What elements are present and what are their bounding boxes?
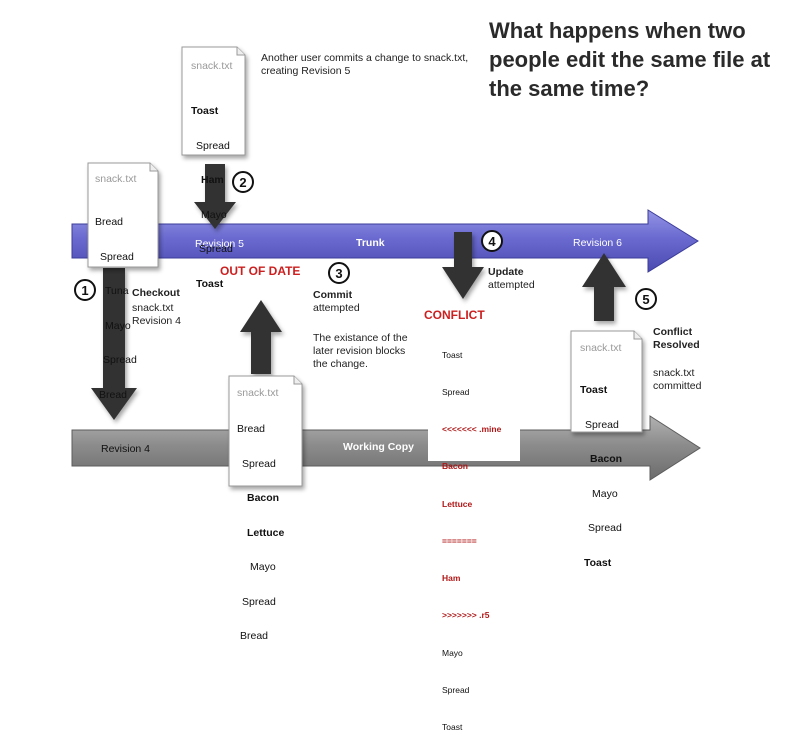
local-change-document bbox=[228, 375, 303, 487]
conflict-doc-line: Spread bbox=[442, 684, 470, 695]
rev5-doc-line: Ham bbox=[201, 174, 224, 186]
resolved-doc-line: Mayo bbox=[592, 487, 618, 500]
rev5-doc-filename: snack.txt bbox=[191, 60, 233, 72]
local-doc-line: Mayo bbox=[250, 561, 276, 573]
step-5-number: 5 bbox=[642, 292, 649, 307]
resolved-note: Conflict Resolved snack.txt committed bbox=[653, 326, 733, 393]
update-heading: Update bbox=[488, 266, 524, 278]
checkout-doc-line: Bread bbox=[99, 388, 128, 401]
checkout-document bbox=[87, 162, 159, 268]
checkout-doc-content: snack.txt Bread Spread Tuna Mayo Spread … bbox=[95, 173, 157, 424]
another-user-note: Another user commits a change to snack.t… bbox=[261, 52, 469, 77]
conflict-label: CONFLICT bbox=[424, 308, 485, 322]
conflict-document bbox=[428, 322, 520, 461]
rev5-document bbox=[181, 46, 246, 156]
resolved-doc-line: Spread bbox=[588, 522, 622, 534]
step-3-number: 3 bbox=[335, 266, 342, 281]
local-doc-line: Bread bbox=[240, 630, 269, 642]
resolved-doc-line: Toast bbox=[584, 556, 612, 569]
checkout-doc-filename: snack.txt bbox=[95, 173, 137, 185]
step-2-number: 2 bbox=[239, 175, 246, 190]
working-copy-label: Working Copy bbox=[343, 441, 414, 453]
update-down-arrow bbox=[442, 232, 484, 299]
local-doc-content: snack.txt Bread Spread Bacon Lettuce May… bbox=[237, 387, 301, 666]
rev5-doc-line: Spread bbox=[199, 243, 233, 255]
resolved-up-arrow bbox=[582, 253, 626, 321]
resolved-doc-line: Spread bbox=[585, 418, 619, 431]
resolved-heading: Conflict Resolved bbox=[653, 326, 700, 351]
checkout-down-arrow bbox=[91, 268, 137, 420]
conflict-doc-line: Spread bbox=[442, 387, 470, 398]
trunk-arrow bbox=[71, 209, 699, 273]
conflict-doc-line: Toast bbox=[442, 349, 463, 360]
step-3-badge: 3 bbox=[328, 262, 350, 284]
update-note: Update attempted bbox=[488, 266, 558, 292]
resolved-detail: snack.txt committed bbox=[653, 367, 702, 392]
checkout-doc-line: Mayo bbox=[105, 319, 131, 332]
conflict-doc-line: Lettuce bbox=[442, 498, 473, 509]
step-1-number: 1 bbox=[81, 283, 88, 298]
conflict-doc-line: Toast bbox=[442, 722, 463, 732]
step-4-number: 4 bbox=[488, 234, 496, 249]
commit-note: Commit attempted bbox=[313, 289, 413, 315]
conflict-marker-separator: ======= bbox=[442, 535, 477, 546]
local-doc-line: Spread bbox=[242, 457, 276, 470]
conflict-doc-line: Bacon bbox=[442, 461, 468, 472]
commit-up-arrow bbox=[240, 300, 282, 374]
conflict-doc-content: Toast Spread <<<<<<< .mine Bacon Lettuce… bbox=[442, 324, 520, 746]
update-detail: attempted bbox=[488, 279, 535, 291]
resolved-document bbox=[570, 330, 643, 433]
checkout-detail: snack.txt Revision 4 bbox=[132, 302, 182, 327]
revision-4-label: Revision 4 bbox=[101, 443, 150, 455]
rev5-doc-line: Toast bbox=[196, 277, 224, 290]
conflict-marker-r5: >>>>>>> .r5 bbox=[442, 610, 490, 621]
step-2-badge: 2 bbox=[232, 171, 254, 193]
revision-6-label: Revision 6 bbox=[573, 237, 622, 249]
rev5-doc-line: Spread bbox=[196, 139, 230, 152]
out-of-date-label: OUT OF DATE bbox=[220, 264, 301, 278]
commit-heading: Commit bbox=[313, 289, 353, 301]
step-5-badge: 5 bbox=[635, 288, 657, 310]
conflict-doc-line: Mayo bbox=[442, 647, 463, 658]
local-doc-line: Lettuce bbox=[247, 526, 285, 539]
diagram-canvas: 1 2 3 4 5 Revision 5 Trunk Revision 6 Re… bbox=[71, 46, 701, 487]
checkout-doc-line: Bread bbox=[95, 216, 124, 228]
local-doc-line: Bread bbox=[237, 423, 266, 435]
rev5-doc-line: Toast bbox=[191, 105, 219, 117]
resolved-doc-line: Bacon bbox=[590, 453, 623, 465]
diagram-title: What happens when two people edit the sa… bbox=[489, 18, 771, 101]
rev5-doc-content: snack.txt Toast Spread Ham Mayo Spread T… bbox=[191, 60, 246, 313]
trunk-label: Trunk bbox=[356, 237, 385, 249]
local-doc-line: Spread bbox=[242, 595, 276, 608]
rev5-commit-down-arrow bbox=[194, 164, 236, 229]
step-1-badge: 1 bbox=[74, 279, 96, 301]
checkout-doc-line: Spread bbox=[100, 250, 134, 263]
rev5-doc-line: Mayo bbox=[201, 208, 227, 221]
local-doc-filename: snack.txt bbox=[237, 387, 279, 399]
commit-detail: attempted bbox=[313, 302, 360, 314]
conflict-marker-mine: <<<<<<< .mine bbox=[442, 424, 502, 435]
revision-5-label: Revision 5 bbox=[195, 238, 244, 250]
resolved-doc-content: snack.txt Toast Spread Bacon Mayo Spread… bbox=[580, 342, 642, 592]
existance-note: The existance of the later revision bloc… bbox=[313, 332, 408, 370]
conflict-doc-line: Ham bbox=[442, 573, 461, 584]
resolved-doc-filename: snack.txt bbox=[580, 342, 622, 354]
resolved-doc-line: Toast bbox=[580, 384, 608, 396]
checkout-doc-line: Tuna bbox=[105, 285, 129, 297]
checkout-note: Checkout snack.txt Revision 4 bbox=[132, 287, 222, 328]
checkout-doc-line: Spread bbox=[103, 354, 137, 366]
checkout-heading: Checkout bbox=[132, 287, 180, 299]
local-doc-line: Bacon bbox=[247, 492, 280, 504]
step-4-badge: 4 bbox=[481, 230, 503, 252]
